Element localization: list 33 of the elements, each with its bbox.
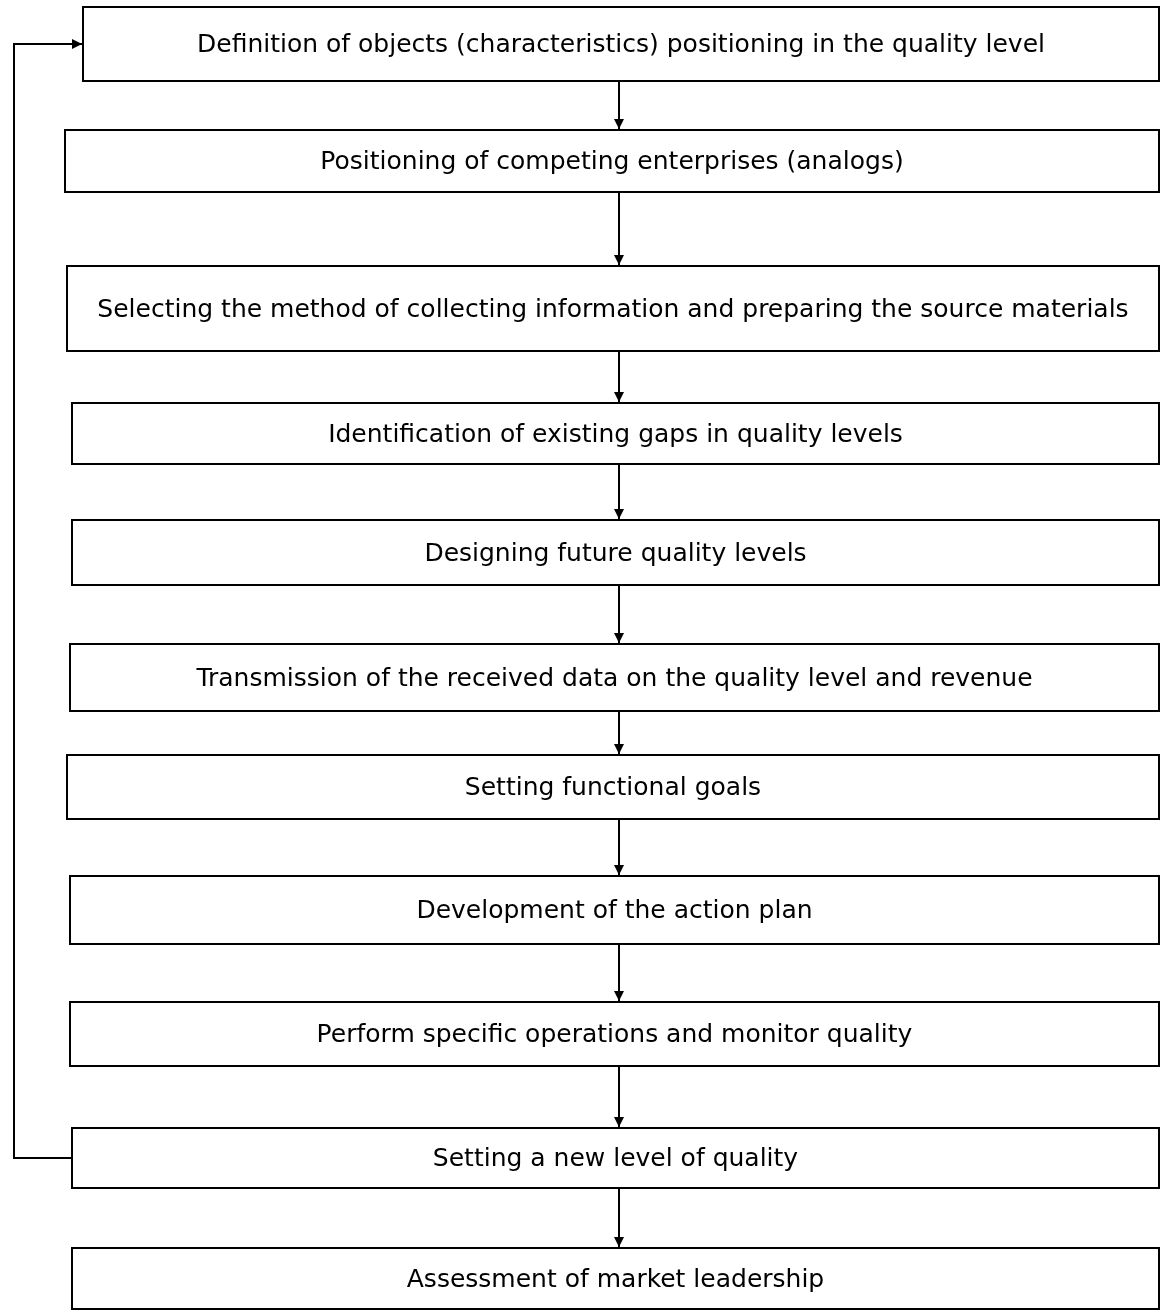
process-box: [69, 875, 1160, 945]
process-box: [71, 519, 1160, 586]
process-box: [82, 6, 1160, 82]
process-box: [71, 1247, 1160, 1310]
process-box: [71, 402, 1160, 465]
step-text: Setting functional goals: [464, 772, 762, 802]
arrow: [614, 711, 624, 755]
arrow: [13, 39, 83, 1159]
process-box: [71, 1127, 1160, 1189]
step-text: Setting a new level of quality: [432, 1143, 799, 1173]
process-box: [64, 129, 1160, 193]
step-text: Assessment of market leadership: [406, 1263, 825, 1294]
arrow: [614, 819, 624, 876]
arrow: [614, 1066, 624, 1128]
arrow: [614, 192, 624, 266]
step-text: Transmission of the received data on the quality level and revenue: [196, 662, 1033, 693]
step-text: Definition of objects (characteristics) positioning in the quality level: [197, 29, 1045, 59]
arrow: [614, 351, 624, 403]
step-text: Perform specific operations and monitor quality: [316, 1019, 913, 1049]
arrow: [614, 464, 624, 520]
process-box: [69, 643, 1160, 712]
arrow: [614, 81, 624, 130]
step-text: Selecting the method of collecting information and preparing the source materials: [97, 293, 1129, 324]
process-box: [69, 1001, 1160, 1067]
arrow: [614, 944, 624, 1002]
step-text: Designing future quality levels: [424, 537, 807, 568]
arrow: [614, 1188, 624, 1248]
step-text: Positioning of competing enterprises (analogs): [320, 146, 904, 176]
process-box: [66, 754, 1160, 820]
step-text: Development of the action plan: [416, 895, 813, 925]
step-text: Identification of existing gaps in quality levels: [328, 418, 903, 449]
arrow: [614, 585, 624, 644]
process-box: [66, 265, 1160, 352]
